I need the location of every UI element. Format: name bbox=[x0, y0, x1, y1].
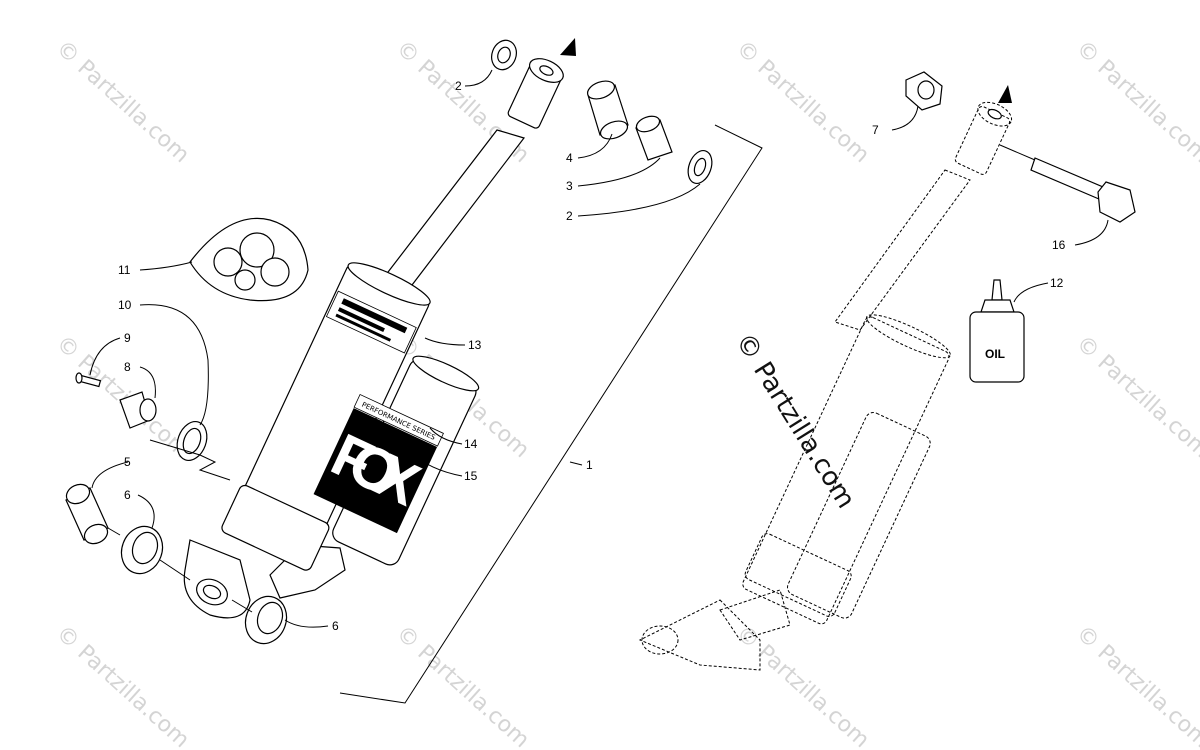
callout-11: 15 bbox=[464, 469, 478, 483]
watermark: © Partzilla.com bbox=[1071, 331, 1200, 463]
shock-assembly-ghost bbox=[638, 85, 1013, 671]
watermark: © Partzilla.com bbox=[51, 621, 194, 750]
callout-6: 6 bbox=[124, 488, 131, 502]
knob-7 bbox=[119, 391, 157, 429]
callout-8: 9 bbox=[124, 331, 131, 345]
callout-9: 13 bbox=[468, 338, 482, 352]
decal-sheet-13 bbox=[189, 217, 309, 302]
watermark: © Partzilla.com bbox=[731, 621, 874, 750]
callout-2: 2 bbox=[455, 79, 462, 93]
watermark: © Partzilla.com bbox=[51, 331, 194, 463]
callout-10: 14 bbox=[464, 437, 478, 451]
oil-bottle-14: OIL bbox=[969, 279, 1025, 383]
assembly-bracket bbox=[339, 124, 763, 704]
bushing-4 bbox=[586, 80, 629, 140]
watermark: © Partzilla.com bbox=[731, 36, 874, 168]
guide-line bbox=[107, 527, 121, 536]
nut-16 bbox=[905, 71, 943, 111]
bushing-6-left bbox=[120, 525, 164, 575]
watermark: © Partzilla.com bbox=[1071, 36, 1200, 168]
arrow-marker bbox=[998, 85, 1012, 103]
bolt-15 bbox=[1030, 157, 1136, 223]
callout-5: 5 bbox=[124, 455, 131, 469]
guide-line bbox=[159, 559, 191, 581]
center-watermark: © Partzilla.com bbox=[729, 328, 861, 514]
guide-line bbox=[149, 439, 231, 481]
washer-2-upper bbox=[491, 39, 517, 71]
callout-6: 6 bbox=[332, 619, 339, 633]
callout-14: 12 bbox=[1050, 276, 1064, 290]
callout-13: 11 bbox=[118, 263, 131, 277]
oil-label: OIL bbox=[985, 347, 1005, 361]
callout-4: 4 bbox=[566, 151, 573, 165]
callouts: 2 4 3 2 11 10 9 8 5 6 6 13 14 15 1 7 16 bbox=[89, 69, 1109, 633]
shock-shaft bbox=[384, 129, 526, 286]
callout-3: 3 bbox=[566, 179, 573, 193]
lower-eyelet bbox=[183, 539, 251, 619]
callout-2: 2 bbox=[566, 209, 573, 223]
guide-line bbox=[999, 144, 1036, 161]
callout-7: 8 bbox=[124, 360, 131, 374]
watermark: © Partzilla.com bbox=[391, 621, 534, 750]
washer-2-right bbox=[687, 149, 713, 185]
watermark: © Partzilla.com bbox=[1071, 621, 1200, 750]
callout-12: 10 bbox=[118, 298, 132, 312]
watermark: © Partzilla.com bbox=[51, 36, 194, 168]
arrow-marker bbox=[560, 38, 576, 56]
bushing-6-right bbox=[244, 595, 288, 645]
callout-16: 7 bbox=[872, 123, 879, 137]
guide-line bbox=[231, 599, 253, 613]
upper-eyelet bbox=[507, 58, 564, 129]
shock-assembly: FOX PERFORMANCE SERIES bbox=[183, 38, 576, 619]
screw-8 bbox=[75, 372, 102, 388]
bushing-5 bbox=[65, 483, 109, 545]
watermarks: © Partzilla.com © Partzilla.com © Partzi… bbox=[51, 36, 1200, 750]
bushing-3 bbox=[635, 115, 673, 161]
callout-15: 16 bbox=[1052, 238, 1066, 252]
callout-1: 1 bbox=[586, 458, 593, 472]
